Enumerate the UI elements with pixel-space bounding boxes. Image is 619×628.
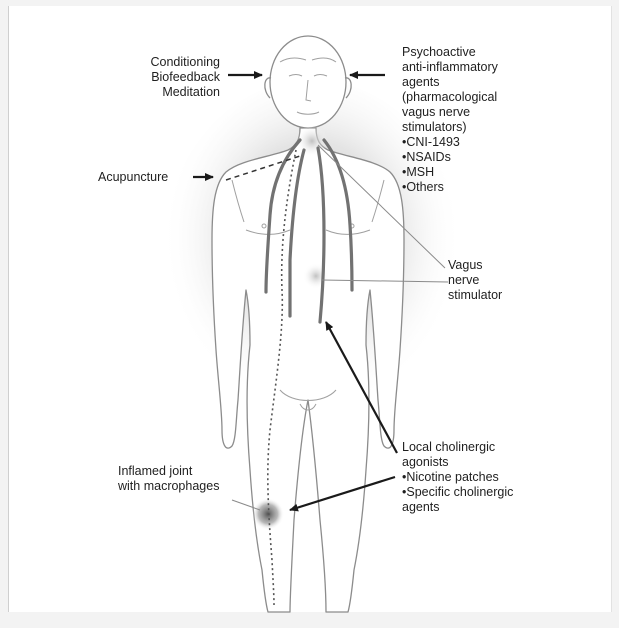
label-psychoactive-line-5: vagus nerve: [402, 105, 498, 120]
label-cholinergic-line-2: agonists: [402, 455, 513, 470]
label-psychoactive-line-1: Psychoactive: [402, 45, 498, 60]
label-psychoactive-line-9: •MSH: [402, 165, 498, 180]
label-cholinergic-line-4: •Specific cholinergic: [402, 485, 513, 500]
label-psychoactive-line-7: •CNI-1493: [402, 135, 498, 150]
label-cholinergic-line-3: •Nicotine patches: [402, 470, 513, 485]
label-psychoactive-line-4: (pharmacological: [402, 90, 498, 105]
label-cholinergic-line-5: agents: [402, 500, 513, 515]
label-psychoactive: Psychoactive anti-inflammatory agents (p…: [402, 45, 498, 195]
label-acupuncture-line-1: Acupuncture: [98, 170, 168, 185]
label-joint-line-2: with macrophages: [118, 479, 219, 494]
label-vagus-line-1: Vagus: [448, 258, 502, 273]
label-inflamed-joint: Inflamed joint with macrophages: [118, 464, 219, 494]
label-psychoactive-line-10: •Others: [402, 180, 498, 195]
label-vagus-line-3: stimulator: [448, 288, 502, 303]
label-psychoactive-line-6: stimulators): [402, 120, 498, 135]
label-vagus-line-2: nerve: [448, 273, 502, 288]
label-local-cholinergic: Local cholinergic agonists •Nicotine pat…: [402, 440, 513, 515]
label-conditioning-line-3: Meditation: [98, 85, 220, 100]
label-acupuncture: Acupuncture: [98, 170, 168, 185]
label-joint-line-1: Inflamed joint: [118, 464, 219, 479]
label-cholinergic-line-1: Local cholinergic: [402, 440, 513, 455]
label-psychoactive-line-2: anti-inflammatory: [402, 60, 498, 75]
label-conditioning-line-1: Conditioning: [98, 55, 220, 70]
inflamed-joint-spot: [252, 498, 284, 530]
label-vagus-stimulator: Vagus nerve stimulator: [448, 258, 502, 303]
stimulator-glow: [303, 263, 329, 289]
label-conditioning-line-2: Biofeedback: [98, 70, 220, 85]
label-psychoactive-line-3: agents: [402, 75, 498, 90]
label-conditioning: Conditioning Biofeedback Meditation: [98, 55, 220, 100]
label-psychoactive-line-8: •NSAIDs: [402, 150, 498, 165]
